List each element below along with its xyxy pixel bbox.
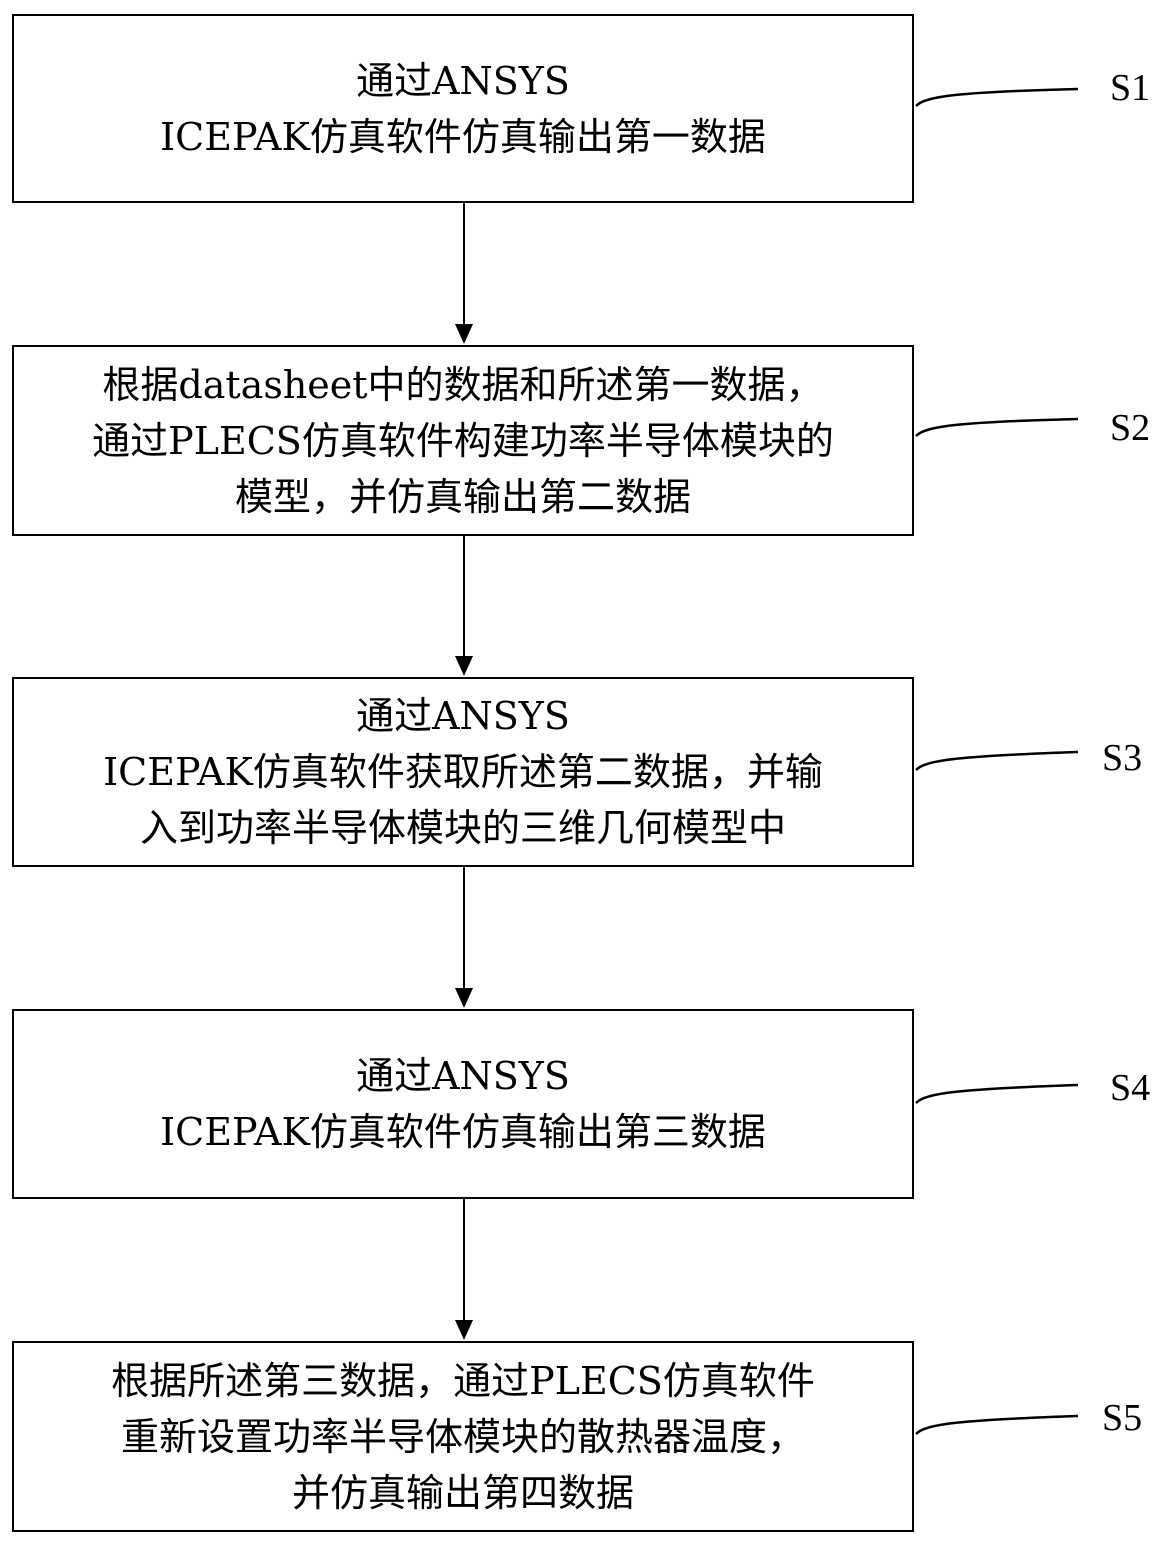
leader-s5	[915, 1414, 1079, 1435]
step-box-s5: 根据所述第三数据，通过PLECS仿真软件 重新设置功率半导体模块的散热器温度， …	[12, 1341, 914, 1532]
arrow-s4-s5	[455, 1198, 473, 1340]
step-label-s5: S5	[1102, 1397, 1143, 1439]
step-text-line: 重新设置功率半导体模块的散热器温度，	[120, 1414, 805, 1459]
step-text-line: 通过ANSYS	[356, 694, 570, 738]
arrow-s1-s2	[455, 202, 473, 344]
step-text-line: 根据datasheet中的数据和所述第一数据，	[102, 362, 824, 407]
step-box-s2: 根据datasheet中的数据和所述第一数据， 通过PLECS仿真软件构建功率半…	[12, 345, 914, 536]
arrow-s3-s4	[455, 866, 473, 1008]
leader-s3	[915, 750, 1079, 771]
step-text-line: 并仿真输出第四数据	[291, 1470, 634, 1515]
leader-s2	[915, 417, 1079, 437]
step-text-line: 模型，并仿真输出第二数据	[234, 474, 691, 519]
step-text-line: 通过ANSYS	[356, 1054, 570, 1098]
step-label-s4: S4	[1110, 1067, 1151, 1109]
step-label-s3: S3	[1102, 737, 1143, 779]
step-text-line: ICEPAK仿真软件仿真输出第一数据	[160, 114, 766, 159]
step-label-s2: S2	[1110, 407, 1151, 449]
step-text-line: 通过PLECS仿真软件构建功率半导体模块的	[92, 418, 834, 463]
arrow-s2-s3	[455, 535, 473, 676]
leader-s1	[915, 87, 1079, 107]
step-box-s3: 通过ANSYS ICEPAK仿真软件获取所述第二数据，并输 入到功率半导体模块的…	[12, 677, 914, 867]
step-text-line: 入到功率半导体模块的三维几何模型中	[139, 806, 786, 850]
step-label-s1: S1	[1110, 67, 1151, 109]
step-text-line: ICEPAK仿真软件获取所述第二数据，并输	[103, 750, 823, 794]
step-text-line: 通过ANSYS	[356, 58, 570, 103]
step-box-s1: 通过ANSYS ICEPAK仿真软件仿真输出第一数据	[12, 14, 914, 203]
step-text-line: 根据所述第三数据，通过PLECS仿真软件	[111, 1358, 815, 1403]
step-box-s4: 通过ANSYS ICEPAK仿真软件仿真输出第三数据	[12, 1009, 914, 1199]
step-text-line: ICEPAK仿真软件仿真输出第三数据	[160, 1110, 766, 1154]
leader-s4	[915, 1083, 1079, 1104]
